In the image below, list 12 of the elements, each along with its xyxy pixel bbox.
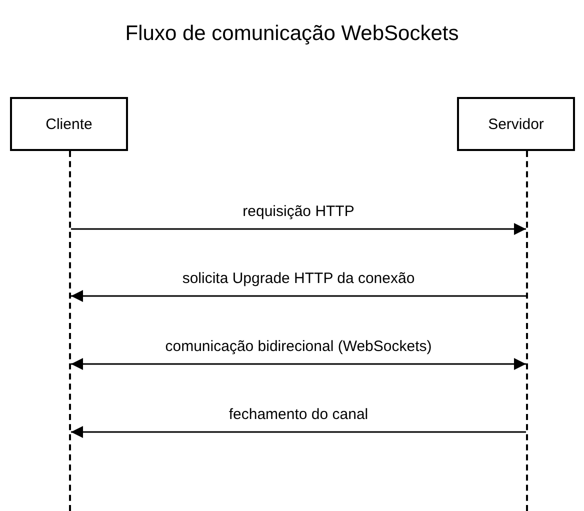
message-arrow: [71, 223, 526, 235]
message-arrow: [71, 290, 526, 302]
lifeline: [526, 151, 528, 511]
message-arrow: [71, 426, 526, 438]
message-arrow: [71, 358, 526, 370]
edge-label: requisição HTTP: [240, 203, 356, 220]
participant-box: Servidor: [457, 97, 575, 151]
edge-label: comunicação bidirecional (WebSockets): [163, 338, 434, 355]
lifeline: [69, 151, 71, 511]
diagram-title: Fluxo de comunicação WebSockets: [124, 22, 460, 46]
edge-label: solicita Upgrade HTTP da conexão: [180, 270, 417, 287]
participant-box: Cliente: [10, 97, 128, 151]
